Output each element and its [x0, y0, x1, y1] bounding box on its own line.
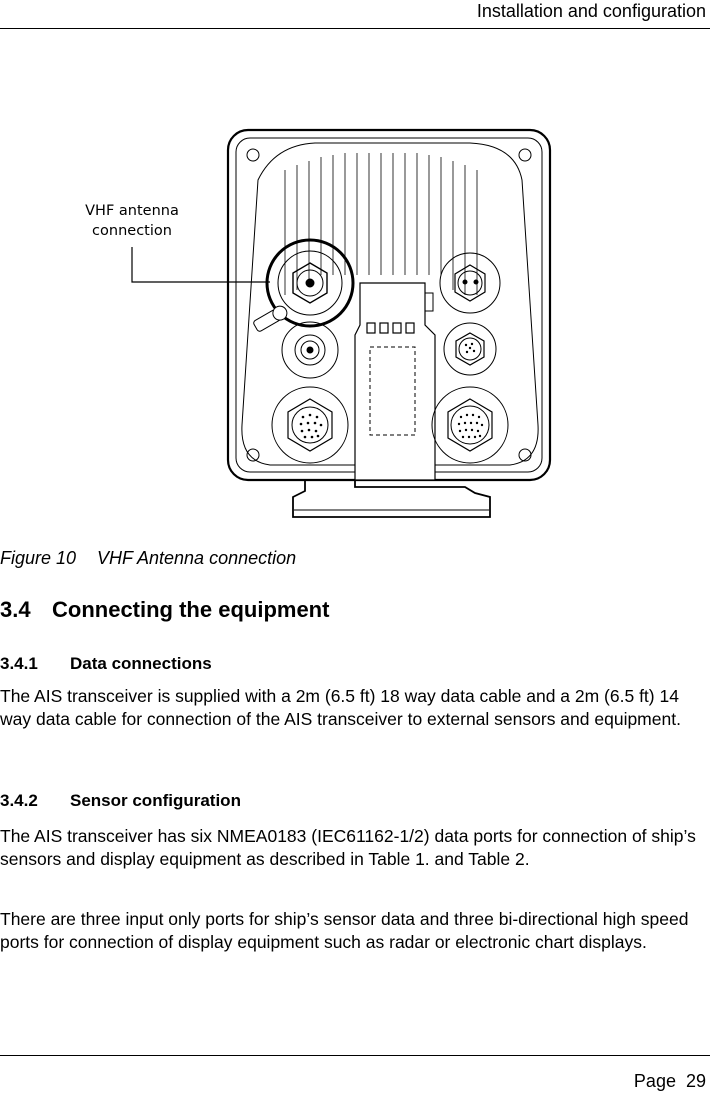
paragraph-sensor-ports: The AIS transceiver has six NMEA0183 (IE… — [0, 826, 696, 869]
paragraph-data-connections: The AIS transceiver is supplied with a 2… — [0, 686, 681, 729]
subsection-title: Data connections — [70, 654, 212, 673]
subsection-number: 3.4.2 — [0, 791, 38, 810]
figure-caption: Figure 10 VHF Antenna connection — [0, 546, 296, 570]
section-heading: 3.4 Connecting the equipment — [0, 596, 329, 624]
footer-rule — [0, 1055, 710, 1056]
page-label: Page — [633, 1071, 676, 1091]
running-header: Installation and configuration — [476, 1, 706, 21]
subsection-title: Sensor configuration — [70, 791, 241, 810]
header-rule — [0, 28, 710, 29]
subsection-heading-sensor-configuration: 3.4.2 Sensor configuration — [0, 790, 241, 812]
page-footer: Page 29 — [634, 1070, 706, 1092]
callout-label-line2: connection — [92, 223, 172, 239]
subsection-heading-data-connections: 3.4.1 Data connections — [0, 653, 212, 675]
vhf-connector-highlight-circle — [265, 238, 355, 328]
section-title: Connecting the equipment — [52, 597, 330, 622]
callout-leader-line — [131, 247, 270, 283]
figure-caption-text: VHF Antenna connection — [97, 548, 297, 568]
mounting-bracket — [354, 282, 436, 481]
callout-label-line1: VHF antenna — [85, 203, 179, 219]
section-number: 3.4 — [0, 597, 31, 622]
figure-number: Figure 10 — [0, 548, 77, 568]
page-number: 29 — [685, 1071, 706, 1091]
transceiver-rear-panel-drawing: VHF antenna connection — [85, 128, 552, 518]
subsection-number: 3.4.1 — [0, 654, 38, 673]
mounting-stand — [292, 479, 491, 518]
figure-vhf-antenna: VHF antenna connection — [70, 125, 560, 525]
paragraph-port-types: There are three input only ports for shi… — [0, 909, 689, 952]
